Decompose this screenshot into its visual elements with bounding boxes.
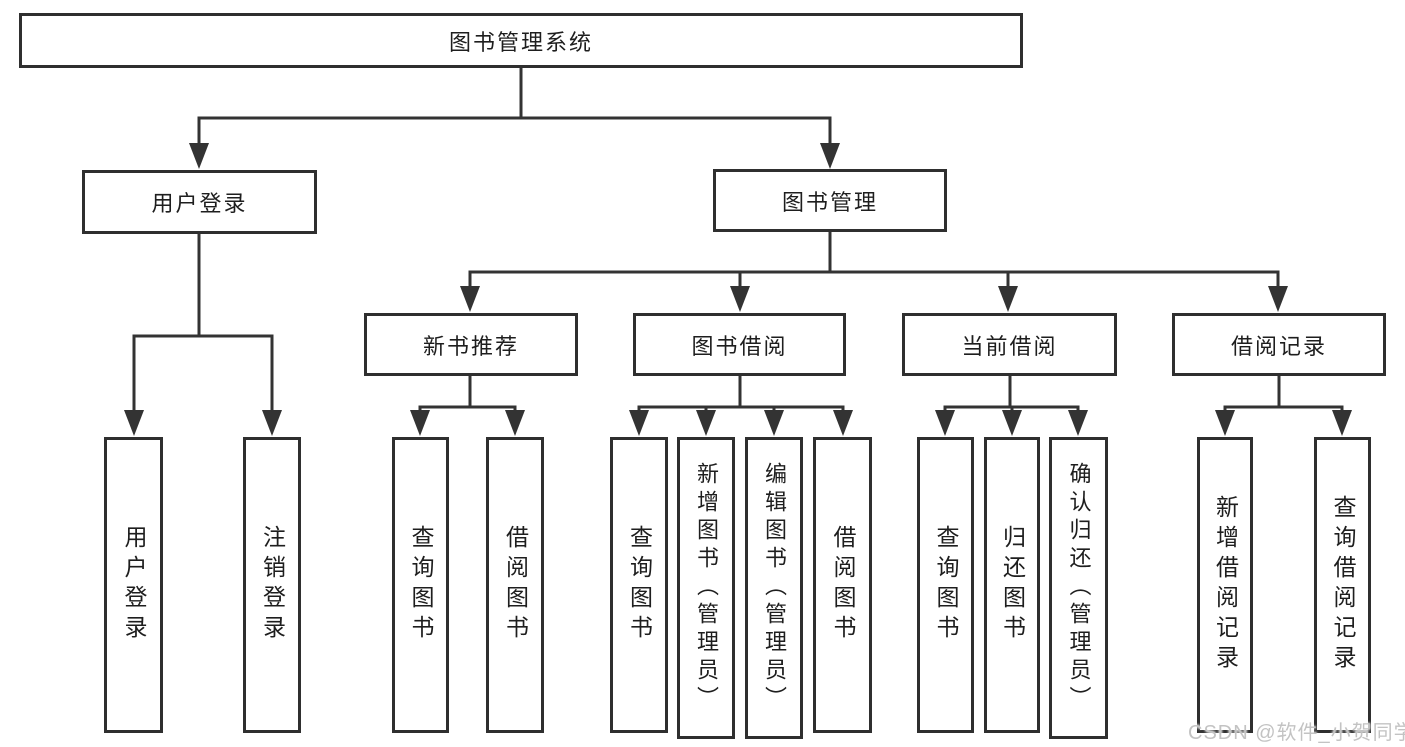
leaf-label: 注销登录 — [259, 525, 286, 645]
leaf-label: 用户登录 — [121, 525, 147, 645]
leaf-logout: 注销登录 — [243, 437, 301, 733]
leaf-label: 编辑图书（管理员） — [762, 462, 787, 714]
leaf-edit-book-admin: 编辑图书（管理员） — [745, 437, 803, 739]
node-label: 图书借阅 — [691, 333, 788, 359]
csdn-watermark: CSDN @软件_小贺同学 — [1188, 722, 1405, 744]
leaf-add-book-admin: 新增图书（管理员） — [677, 437, 735, 739]
leaf-label: 确认归还（管理员） — [1066, 462, 1092, 714]
leaf-query-borrow-record: 查询借阅记录 — [1314, 437, 1371, 733]
node-book-borrowing: 图书借阅 — [633, 313, 846, 376]
leaf-confirm-return-admin: 确认归还（管理员） — [1049, 437, 1108, 739]
leaf-label: 查询借阅记录 — [1330, 495, 1356, 675]
leaf-user-login: 用户登录 — [104, 437, 163, 733]
node-new-book-recommendation: 新书推荐 — [364, 313, 578, 376]
node-current-borrowing: 当前借阅 — [902, 313, 1117, 376]
leaf-query-books-recommend: 查询图书 — [392, 437, 449, 733]
node-user-login: 用户登录 — [82, 170, 317, 234]
node-label: 图书管理系统 — [448, 29, 593, 55]
leaf-label: 归还图书 — [999, 525, 1026, 645]
node-label: 借阅记录 — [1230, 333, 1327, 359]
leaf-label: 新增图书（管理员） — [694, 462, 719, 714]
node-borrowing-records: 借阅记录 — [1172, 313, 1386, 376]
leaf-return-books: 归还图书 — [984, 437, 1040, 733]
leaf-label: 查询图书 — [408, 525, 434, 645]
leaf-borrow-books-recommend: 借阅图书 — [486, 437, 544, 733]
leaf-query-books-current: 查询图书 — [917, 437, 974, 733]
leaf-label: 新增借阅记录 — [1212, 495, 1239, 675]
node-label: 图书管理 — [781, 189, 878, 215]
node-book-management: 图书管理 — [713, 169, 947, 232]
leaf-borrow-books-borrowing: 借阅图书 — [813, 437, 872, 733]
node-label: 新书推荐 — [422, 333, 519, 359]
node-library-management-system: 图书管理系统 — [19, 13, 1023, 68]
arrowheads — [124, 143, 1352, 436]
leaf-label: 查询图书 — [626, 525, 653, 645]
leaf-label: 查询图书 — [933, 525, 959, 645]
node-label: 当前借阅 — [961, 333, 1058, 359]
leaf-label: 借阅图书 — [502, 525, 529, 645]
leaf-query-books-borrowing: 查询图书 — [610, 437, 668, 733]
leaf-label: 借阅图书 — [830, 525, 856, 645]
leaf-add-borrow-record: 新增借阅记录 — [1197, 437, 1253, 733]
node-label: 用户登录 — [151, 191, 248, 216]
